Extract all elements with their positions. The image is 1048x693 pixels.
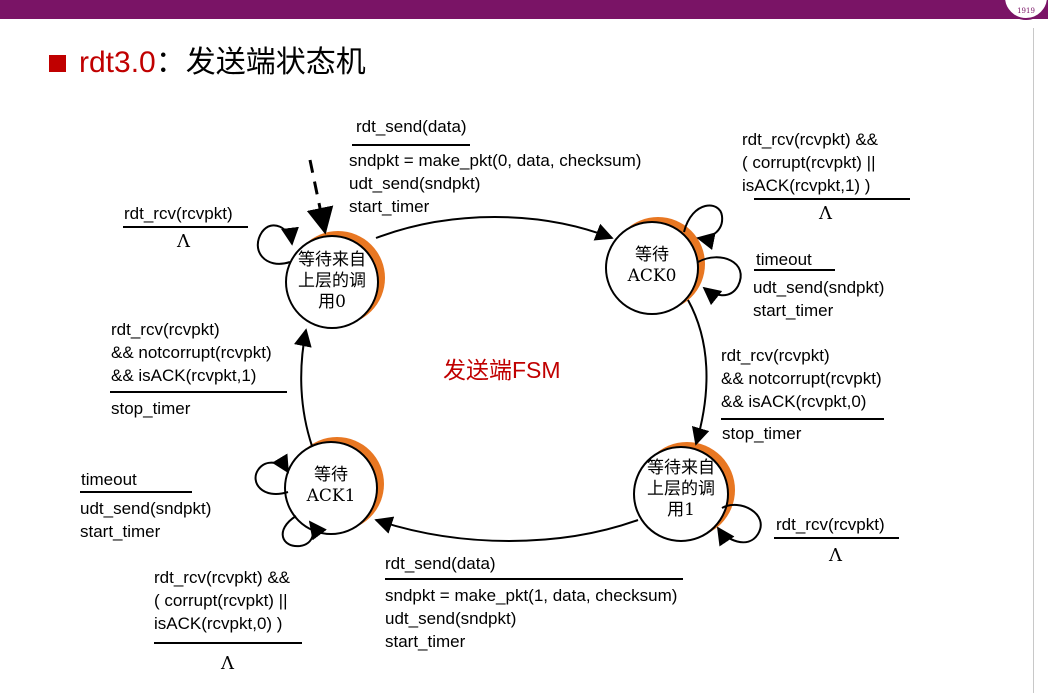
- event-line: isACK(rcvpkt,0) ): [154, 614, 283, 633]
- action-line: start_timer: [385, 632, 466, 651]
- state-wait-ack1: [284, 441, 378, 535]
- lambda-symbol: Λ: [221, 653, 234, 674]
- action-line: stop_timer: [722, 424, 802, 443]
- state-label-line: 等待: [635, 245, 669, 265]
- lambda-symbol: Λ: [177, 231, 190, 252]
- lambda-symbol: Λ: [819, 203, 832, 224]
- edge-call1-to-ack1: [374, 516, 639, 542]
- state-label-line: 上层的调: [298, 271, 366, 291]
- state-wait-call1: [633, 446, 729, 542]
- state-label-line: 等待来自: [298, 250, 366, 270]
- top-title-bar: [0, 0, 1048, 19]
- state-label-line: ACK0: [627, 266, 677, 286]
- action-line: start_timer: [80, 522, 161, 541]
- event-ack1-timeout: timeout: [81, 470, 137, 489]
- self-loop-call0: [256, 224, 299, 265]
- action-line: udt_send(sndpkt): [385, 609, 517, 628]
- event-line: ( corrupt(rcvpkt) ||: [742, 153, 876, 172]
- event-ack0-timeout: timeout: [756, 250, 812, 269]
- slide-title: rdt3.0：发送端状态机: [79, 45, 366, 81]
- state-label-call1: 等待来自 上层的调 用1: [638, 458, 724, 521]
- initial-state-arrow: [306, 159, 334, 235]
- title-protocol: rdt3.0: [79, 46, 156, 79]
- event-call0-to-ack0: rdt_send(data): [356, 117, 467, 136]
- state-label-line: 等待: [314, 465, 348, 485]
- state-label-line: 用0: [318, 292, 346, 312]
- self-loop-ack1-timeout: [254, 453, 289, 495]
- self-loop-ack0-corrupt: [683, 204, 724, 250]
- edge-call0-to-ack0: [375, 216, 614, 241]
- logo-year: 1919: [1017, 7, 1035, 15]
- action-line: udt_send(sndpkt): [753, 278, 885, 297]
- lambda-symbol: Λ: [829, 545, 842, 566]
- fsm-center-label: 发送端FSM: [443, 357, 561, 383]
- event-line: && notcorrupt(rcvpkt): [111, 343, 272, 362]
- title-bullet-icon: [49, 55, 66, 72]
- state-label-call0: 等待来自 上层的调 用0: [290, 250, 374, 313]
- event-line: && notcorrupt(rcvpkt): [721, 369, 882, 388]
- event-line: && isACK(rcvpkt,1): [111, 366, 257, 385]
- action-line: start_timer: [349, 197, 430, 216]
- action-line: sndpkt = make_pkt(0, data, checksum): [349, 151, 642, 170]
- action-line: start_timer: [753, 301, 834, 320]
- action-line: udt_send(sndpkt): [80, 499, 212, 518]
- right-divider: [1033, 28, 1034, 693]
- event-line: rdt_rcv(rcvpkt): [111, 320, 220, 339]
- event-call0-rcv: rdt_rcv(rcvpkt): [124, 204, 233, 223]
- edge-ack0-to-call1: [687, 299, 710, 446]
- self-loop-ack0-timeout: [697, 256, 742, 306]
- edge-ack1-to-call0: [294, 328, 313, 447]
- event-line: && isACK(rcvpkt,0): [721, 392, 867, 411]
- state-label-line: 用1: [667, 500, 695, 520]
- state-wait-call0: [285, 235, 379, 329]
- self-loop-call1: [717, 503, 762, 547]
- event-line: ( corrupt(rcvpkt) ||: [154, 591, 288, 610]
- self-loop-ack1-corrupt: [281, 515, 327, 548]
- action-line: stop_timer: [111, 399, 191, 418]
- event-line: rdt_rcv(rcvpkt) &&: [742, 130, 879, 149]
- state-wait-ack0: [605, 221, 699, 315]
- state-label-line: ACK1: [306, 486, 356, 506]
- action-line: sndpkt = make_pkt(1, data, checksum): [385, 586, 678, 605]
- event-call1-to-ack1: rdt_send(data): [385, 554, 496, 573]
- event-line: isACK(rcvpkt,1) ): [742, 176, 871, 195]
- state-label-line: 等待来自: [647, 458, 715, 478]
- title-text: ：发送端状态机: [155, 46, 366, 79]
- state-label-ack1: 等待 ACK1: [291, 465, 371, 507]
- event-line: rdt_rcv(rcvpkt) &&: [154, 568, 291, 587]
- action-line: udt_send(sndpkt): [349, 174, 481, 193]
- event-call1-rcv: rdt_rcv(rcvpkt): [776, 515, 885, 534]
- state-label-line: 上层的调: [647, 479, 715, 499]
- event-line: rdt_rcv(rcvpkt): [721, 346, 830, 365]
- state-label-ack0: 等待 ACK0: [612, 245, 692, 287]
